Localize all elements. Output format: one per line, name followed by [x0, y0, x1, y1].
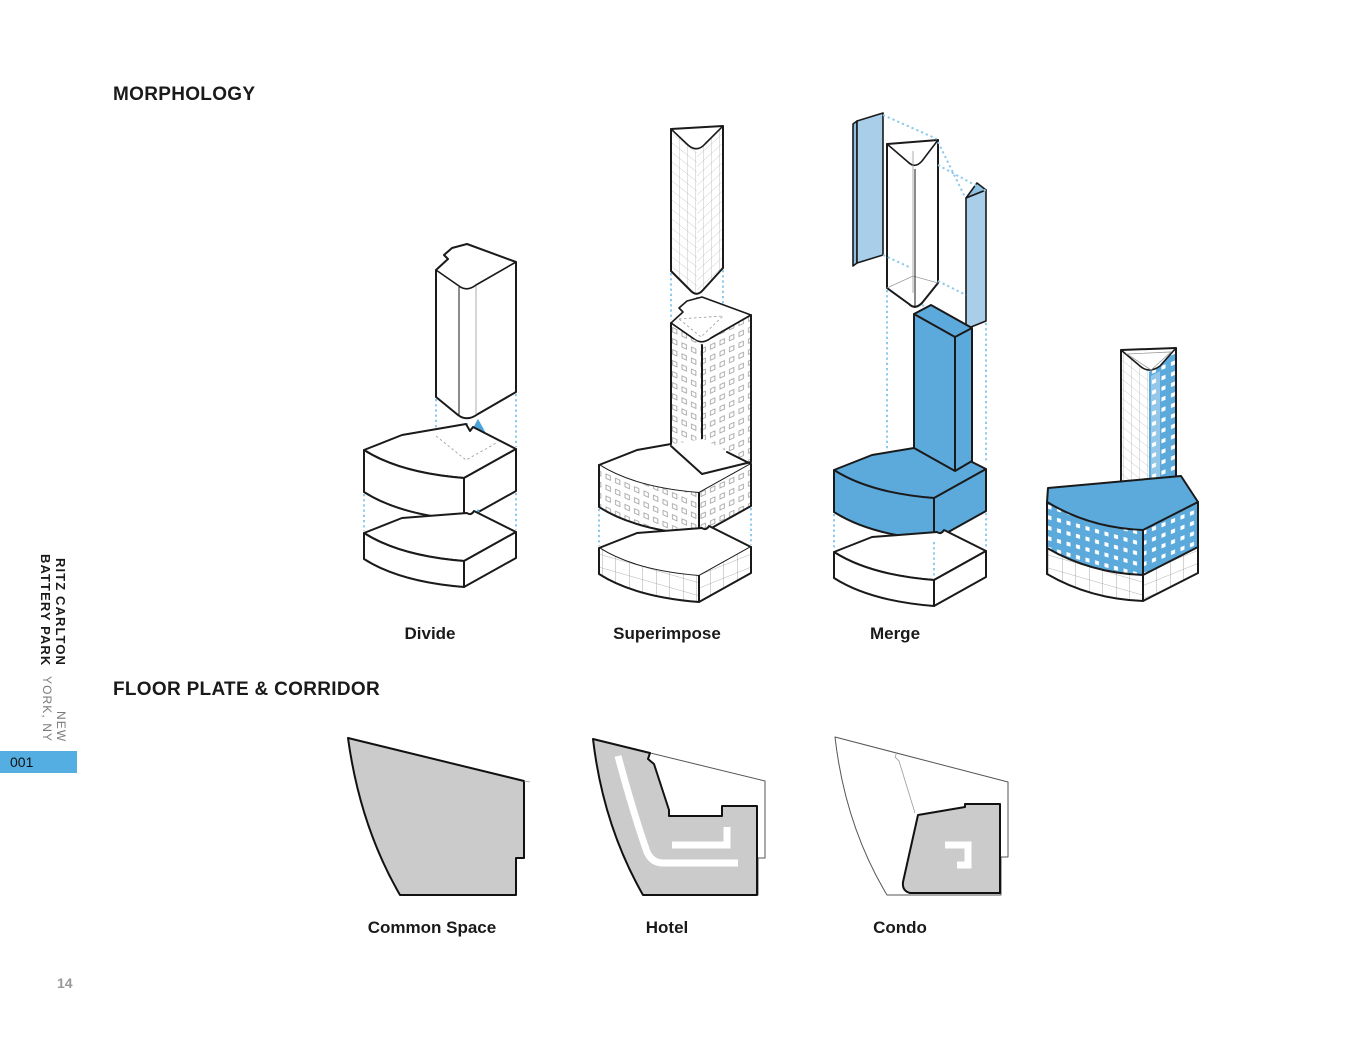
- superimpose-diagram: [598, 125, 752, 603]
- morphology-heading: MORPHOLOGY: [113, 84, 256, 105]
- glass-slab-right: [965, 182, 987, 330]
- condo-plan: [834, 736, 1009, 896]
- final-building-diagram: [1046, 347, 1199, 602]
- label-common-space: Common Space: [367, 918, 497, 937]
- project-location: NEW YORK, NY: [40, 675, 68, 742]
- floor-plate-heading: FLOOR PLATE & CORRIDOR: [113, 679, 380, 700]
- hotel-corridor-main: [614, 755, 738, 867]
- sidebar: RITZ CARLTON BATTERY PARK NEW YORK, NY: [38, 512, 68, 742]
- label-divide: Divide: [404, 624, 456, 643]
- section-tag: 001: [0, 751, 77, 773]
- glass-slab-left: [852, 112, 884, 267]
- project-title: RITZ CARLTON BATTERY PARK: [38, 553, 68, 667]
- page-number: 14: [57, 975, 73, 991]
- divide-diagram: [363, 243, 517, 588]
- label-condo: Condo: [873, 918, 927, 937]
- label-merge: Merge: [869, 624, 921, 643]
- label-superimpose: Superimpose: [613, 624, 721, 643]
- condo-corridor: [945, 841, 972, 869]
- label-hotel: Hotel: [645, 918, 689, 937]
- hotel-plan: [592, 738, 766, 896]
- common-space-plan: [347, 737, 531, 896]
- merge-diagram: [833, 112, 987, 607]
- hotel-corridor-secondary: [672, 827, 731, 849]
- merged-volume: [833, 304, 987, 541]
- final-podium: [1046, 475, 1199, 602]
